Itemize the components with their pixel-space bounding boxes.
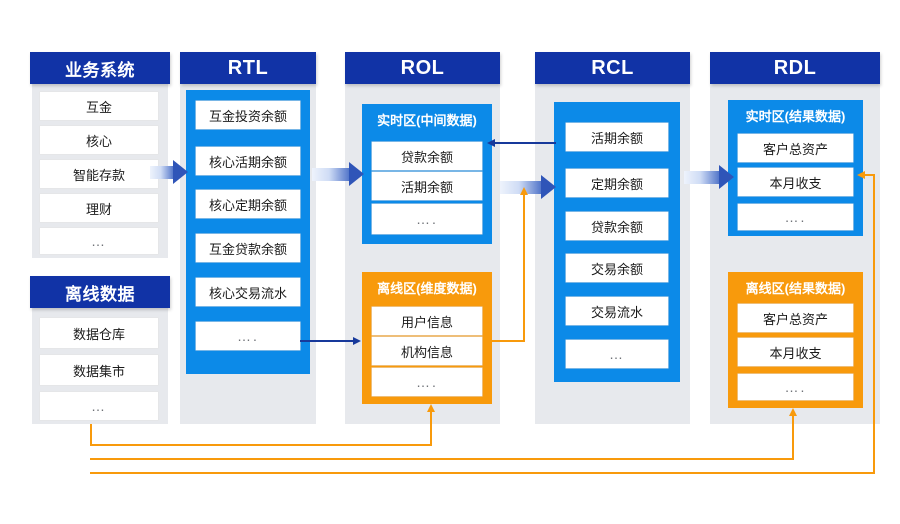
flow-arrow-rcl-to-rdl [684,165,734,190]
group-title: 离线区(维度数据) [377,281,477,296]
orange-bus3-h-into-rdl [864,174,875,176]
list-item[interactable]: … [40,228,158,254]
rtl-header: RTL [180,52,316,84]
list-item[interactable]: 本月收支 [738,168,853,196]
offline-data-header: 离线数据 [30,276,170,308]
orange-bus1-arrowhead [426,404,435,412]
list-item[interactable]: 互金贷款余额 [196,234,300,262]
list-item[interactable]: …. [738,204,853,230]
list-item[interactable]: 活期余额 [372,172,482,200]
list-item[interactable]: …. [372,204,482,234]
list-item[interactable]: 客户总资产 [738,134,853,162]
list-item[interactable]: 智能存款 [40,160,158,188]
rol-header: ROL [345,52,500,84]
list-item[interactable]: 互金 [40,92,158,120]
orange-connector-rol-to-rcl-h [492,340,525,342]
connector-rcl-to-rol-line [494,142,556,144]
orange-bus2-v-right [792,416,794,460]
rdl-header: RDL [710,52,880,84]
orange-bus3-arrowhead [857,170,865,179]
business-system-header: 业务系统 [30,52,170,84]
list-item[interactable]: … [40,392,158,420]
rcl-header: RCL [535,52,690,84]
list-item[interactable]: 机构信息 [372,337,482,365]
flow-arrow-source-to-rtl [150,160,188,185]
list-item[interactable]: …. [372,368,482,396]
connector-rcl-to-rol-arrowhead [487,138,495,147]
orange-connector-rol-to-rcl-arrowhead [519,187,528,195]
list-item[interactable]: 贷款余额 [566,212,668,240]
list-item[interactable]: 活期余额 [566,123,668,151]
list-item[interactable]: 核心活期余额 [196,147,300,175]
group-title: 实时区(结果数据) [745,109,846,124]
orange-bus1-v-left [90,424,92,446]
list-item[interactable]: 数据仓库 [40,318,158,348]
orange-bus1-h [90,444,432,446]
list-item[interactable]: … [566,340,668,368]
flow-arrow-rol-to-rcl [500,175,556,200]
list-item[interactable]: 互金投资余额 [196,101,300,129]
orange-bus3-h [90,472,875,474]
list-item[interactable]: 定期余额 [566,169,668,197]
list-item[interactable]: 数据集市 [40,355,158,385]
connector-rtl-to-rol-line [300,340,354,342]
list-item[interactable]: …. [738,374,853,400]
flow-arrow-rtl-to-rol [312,162,364,187]
list-item[interactable]: …. [196,322,300,350]
list-item[interactable]: 核心 [40,126,158,154]
group-title: 离线区(结果数据) [745,281,846,296]
list-item[interactable]: 交易流水 [566,297,668,325]
orange-bus2-h [90,458,794,460]
list-item[interactable]: 用户信息 [372,307,482,335]
list-item[interactable]: 理财 [40,194,158,222]
list-item[interactable]: 客户总资产 [738,304,853,332]
list-item[interactable]: 本月收支 [738,338,853,366]
list-item[interactable]: 核心交易流水 [196,278,300,306]
orange-bus1-v-right [430,412,432,446]
list-item[interactable]: 贷款余额 [372,142,482,170]
orange-bus2-arrowhead [788,408,797,416]
group-title: 实时区(中间数据) [377,113,477,128]
orange-bus3-v-right [873,174,875,474]
list-item[interactable]: 核心定期余额 [196,190,300,218]
list-item[interactable]: 交易余额 [566,254,668,282]
orange-connector-rol-to-rcl-v [523,194,525,342]
connector-rtl-to-rol-arrowhead [353,336,361,345]
